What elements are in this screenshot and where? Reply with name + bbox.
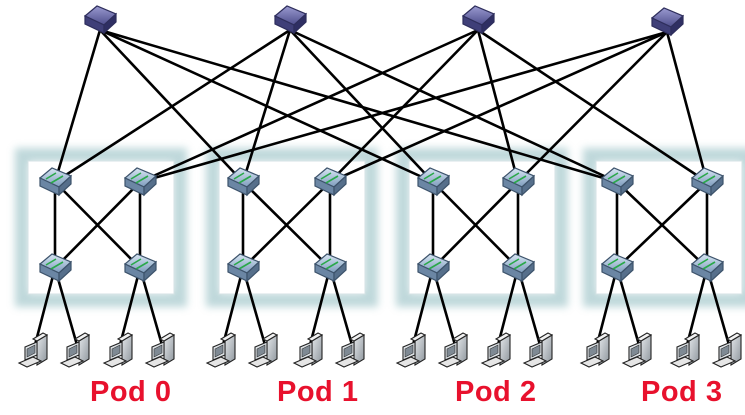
pod-0-aggregation-switch-1 (123, 167, 158, 197)
pod-2-aggregation-switch-0 (416, 167, 451, 197)
pod-3-edge-0-host-0-link (595, 266, 619, 347)
pod-0-edge-1-host-0-link (118, 266, 142, 347)
pod-2-host-1 (437, 332, 469, 368)
core-1-to-pod-1-link (241, 28, 292, 184)
pod-label-3: Pod 3 (641, 376, 723, 408)
pod-1-edge-1-host-0-link (308, 266, 332, 347)
pod-3-agg-1-edge-0-link (615, 180, 709, 270)
pod-3-aggregation-switch-1 (690, 167, 725, 197)
core-1-to-pod-0-link (53, 28, 292, 184)
pod-2-host-3 (522, 332, 554, 368)
pod-label-2: Pod 2 (455, 376, 537, 408)
pod-1-host-3 (334, 332, 366, 368)
pod-0-aggregation-switch-0 (38, 167, 73, 197)
pod-0-agg-1-edge-0-link (53, 180, 142, 270)
pod-0-host-3 (144, 332, 176, 368)
pod-0-edge-0-host-0-link (33, 266, 57, 347)
pod-3-host-0 (579, 332, 611, 368)
pod-label-1: Pod 1 (277, 376, 359, 408)
pod-1-aggregation-switch-1 (313, 167, 348, 197)
core-1-to-pod-3-link (288, 28, 619, 184)
pod-2-edge-0-host-0-link (411, 266, 435, 347)
core-switch-3 (650, 7, 685, 37)
core-3-to-pod-0-link (138, 30, 669, 184)
network-nodes (17, 5, 743, 368)
pod-2-host-0 (395, 332, 427, 368)
core-0-to-pod-0-link (53, 28, 102, 184)
core-switch-2 (461, 5, 496, 35)
pod-2-edge-switch-1 (501, 253, 536, 283)
pod-3-host-2 (669, 332, 701, 368)
pod-3-edge-switch-1 (690, 253, 725, 283)
pod-2-edge-switch-0 (416, 253, 451, 283)
pod-0-host-0 (17, 332, 49, 368)
pod-2-aggregation-switch-1 (501, 167, 536, 197)
pod-0-edge-switch-1 (123, 253, 158, 283)
pod-1-host-0 (205, 332, 237, 368)
core-2-to-pod-0-link (138, 28, 480, 184)
pod-1-host-1 (247, 332, 279, 368)
core-0-to-pod-3-link (98, 28, 619, 184)
pod-0-host-1 (59, 332, 91, 368)
core-switch-1 (273, 5, 308, 35)
pod-1-edge-0-host-0-link (221, 266, 245, 347)
pod-1-edge-switch-0 (226, 253, 261, 283)
pod-3-host-1 (621, 332, 653, 368)
pod-2-edge-1-host-0-link (496, 266, 520, 347)
pod-0-edge-switch-0 (38, 253, 73, 283)
core-1-to-pod-2-link (288, 28, 435, 184)
pod-1-edge-switch-1 (313, 253, 348, 283)
pod-3-edge-switch-0 (600, 253, 635, 283)
pod-3-host-3 (711, 332, 743, 368)
network-links (33, 28, 731, 347)
pod-3-edge-1-host-0-link (685, 266, 709, 347)
core-switch-0 (83, 5, 118, 35)
core-3-to-pod-3-link (665, 30, 709, 184)
pod-2-host-2 (480, 332, 512, 368)
pod-0-host-2 (102, 332, 134, 368)
pod-3-aggregation-switch-0 (600, 167, 635, 197)
pod-2-agg-1-edge-0-link (431, 180, 520, 270)
pod-label-0: Pod 0 (90, 376, 172, 408)
core-3-to-pod-2-link (516, 30, 669, 184)
pod-1-host-2 (292, 332, 324, 368)
pod-1-aggregation-switch-0 (226, 167, 261, 197)
core-3-to-pod-1-link (328, 30, 669, 184)
pod-1-agg-1-edge-0-link (241, 180, 332, 270)
